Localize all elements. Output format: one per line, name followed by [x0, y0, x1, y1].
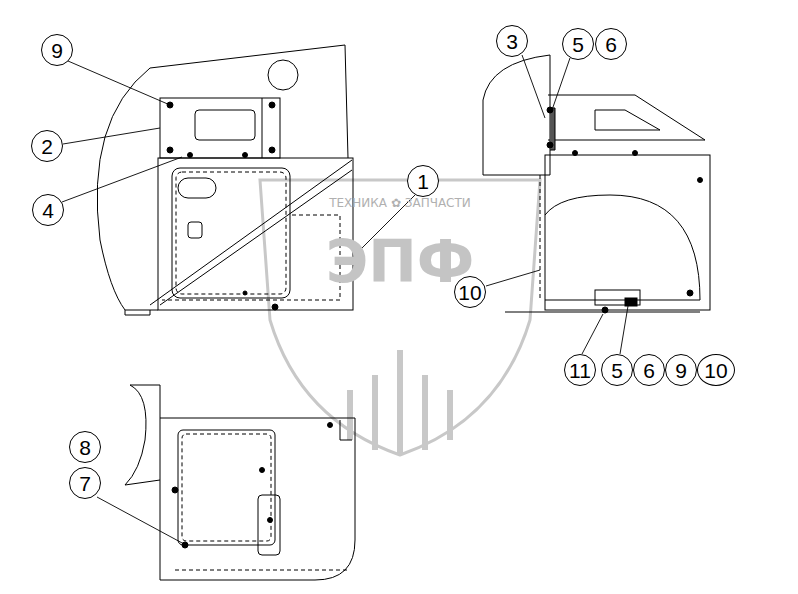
callout-number: 10 [697, 354, 735, 386]
watermark-wheat [350, 350, 450, 455]
callout-number: 6 [633, 354, 665, 386]
watermark-shield [260, 180, 540, 455]
callout-number: 3 [496, 25, 528, 57]
callout-number: 8 [69, 431, 101, 463]
callout-number: 2 [31, 130, 63, 162]
top-view [125, 385, 355, 580]
callout-number: 7 [69, 467, 101, 499]
leader-lines [62, 55, 628, 544]
watermark: ТЕХНИКА ✿ ЗАПЧАСТИ [329, 197, 471, 209]
callout-number: 4 [32, 194, 64, 226]
watermark: ЭПФ [326, 233, 475, 291]
side-view-right [483, 55, 710, 313]
callout-number: 5 [562, 28, 594, 60]
callout-number: 5 [601, 354, 633, 386]
callout-number: 6 [595, 28, 627, 60]
callout-number: 9 [665, 354, 697, 386]
callout-number: 11 [564, 354, 596, 386]
side-view-left [97, 45, 353, 315]
callout-number: 9 [41, 34, 73, 66]
callout-number: 1 [407, 165, 439, 197]
